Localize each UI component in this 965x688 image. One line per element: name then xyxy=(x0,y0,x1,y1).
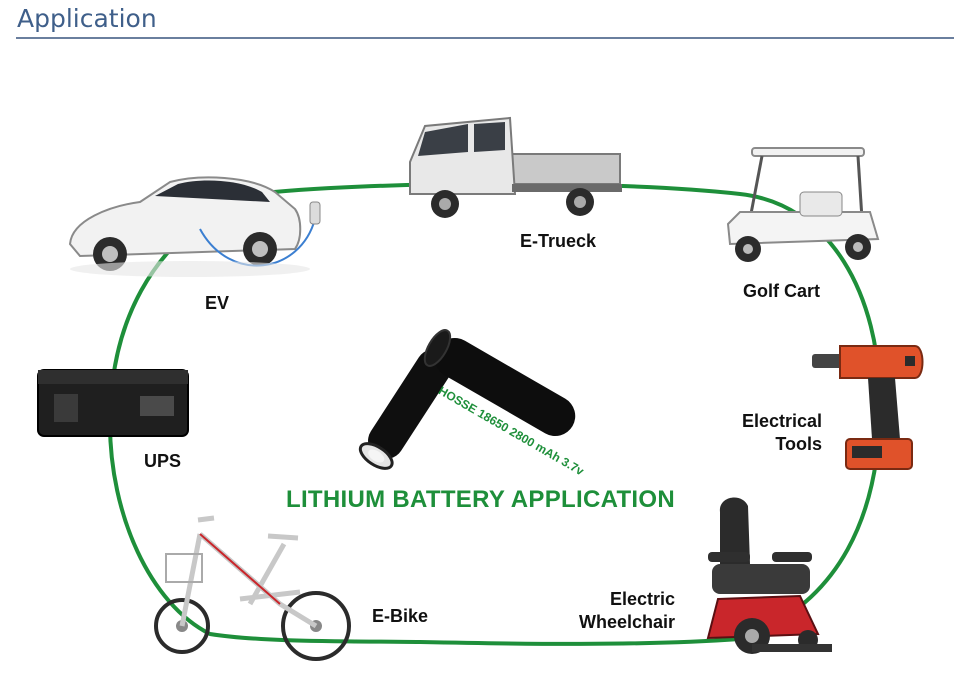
label-electrical-tools: Electrical Tools xyxy=(741,411,822,454)
golf-cart-icon xyxy=(726,147,880,262)
label-ev: EV xyxy=(205,293,230,313)
diagram-title: LITHIUM BATTERY APPLICATION xyxy=(286,486,675,513)
application-diagram: HOSSE 18650 2800 mAh 3.7v EV E-Trueck Go… xyxy=(0,44,965,688)
header-divider xyxy=(16,37,954,39)
page-title: Application xyxy=(17,4,157,33)
page-header: Application xyxy=(16,0,954,40)
label-etruck: E-Trueck xyxy=(520,231,597,251)
label-electric-wheelchair: Electric Wheelchair xyxy=(578,589,675,632)
battery-cells-icon xyxy=(358,329,576,470)
electric-car-icon xyxy=(68,176,321,277)
diagram-graphics xyxy=(37,116,924,661)
ups-case-icon xyxy=(37,369,189,437)
label-ebike: E-Bike xyxy=(372,606,429,626)
label-ups: UPS xyxy=(144,451,182,471)
label-golf-cart: Golf Cart xyxy=(743,281,821,301)
pickup-truck-icon xyxy=(409,116,622,218)
folding-bike-icon xyxy=(154,515,351,661)
power-drill-icon xyxy=(812,345,924,470)
power-wheelchair-icon xyxy=(706,497,832,654)
